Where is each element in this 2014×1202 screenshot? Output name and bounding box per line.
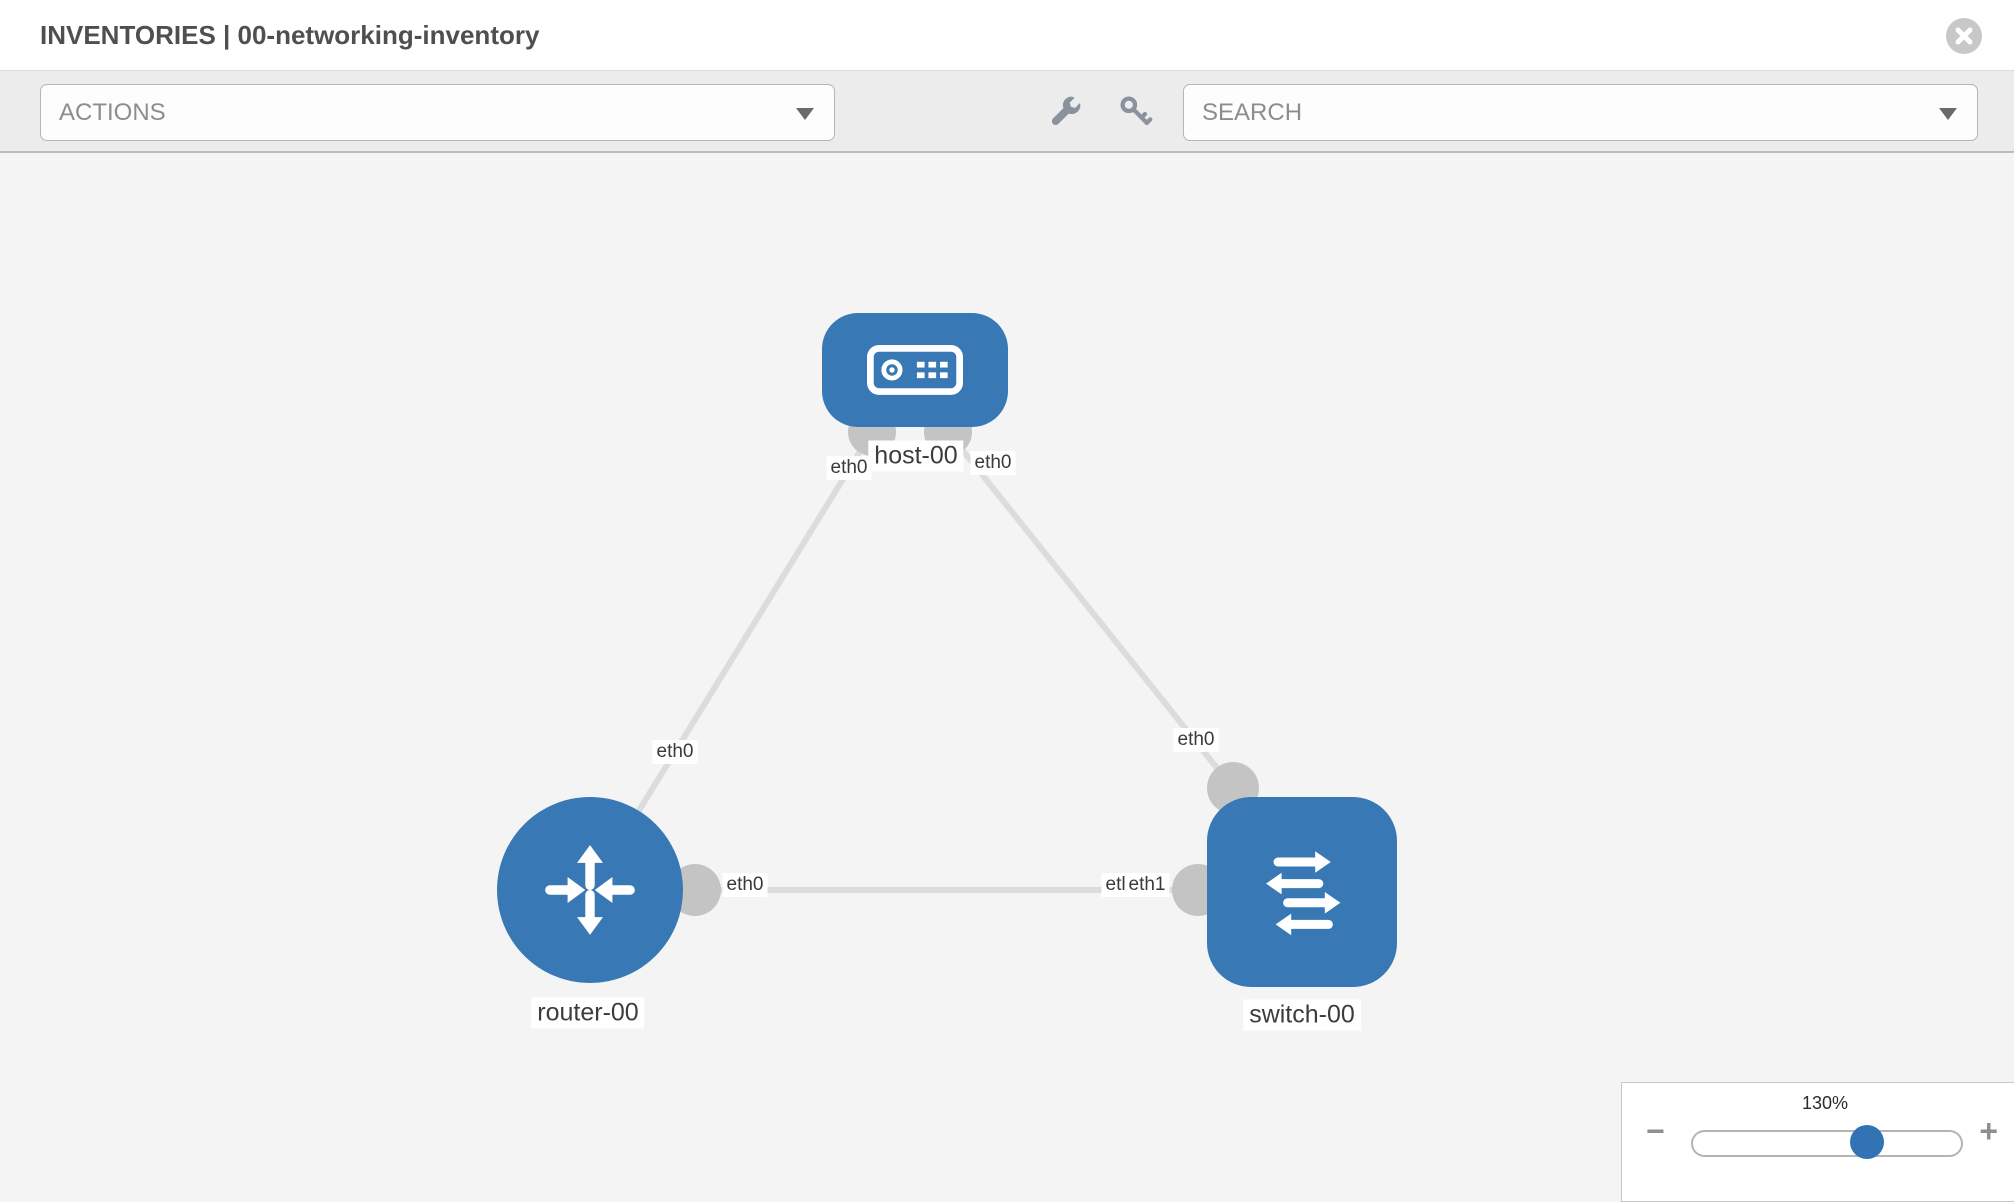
topology-graph [497, 313, 1397, 987]
search-dropdown[interactable]: SEARCH [1183, 84, 1978, 141]
interface-label: eth1 [1124, 873, 1170, 897]
zoom-level-value: 130% [1801, 1093, 1849, 1113]
node-router-00[interactable] [497, 797, 683, 983]
close-icon [1955, 27, 1973, 45]
interface-label: eth0 [1173, 728, 1219, 752]
close-button[interactable] [1946, 18, 1982, 54]
search-dropdown-label: SEARCH [1202, 98, 1303, 126]
key-icon [1120, 96, 1153, 125]
interface-label: eth0 [826, 456, 872, 480]
node-label-host-00: host-00 [868, 440, 964, 472]
node-switch-00[interactable] [1207, 797, 1397, 987]
topology-canvas[interactable]: eth0eth0eth0eth0eth0eth0eth1host-00route… [0, 153, 2014, 1200]
node-label-router-00: router-00 [531, 997, 645, 1029]
host-server-icon [867, 345, 964, 395]
configure-tools-button[interactable] [1048, 93, 1084, 129]
toolbar: ACTIONS SEARCH [0, 71, 2014, 153]
zoom-panel: 130% − + [1621, 1082, 2014, 1202]
zoom-out-button[interactable]: − [1646, 1113, 1665, 1149]
zoom-in-button[interactable]: + [1979, 1113, 1998, 1149]
zoom-slider-thumb[interactable] [1850, 1125, 1885, 1159]
actions-dropdown[interactable]: ACTIONS [40, 84, 835, 141]
node-label-switch-00: switch-00 [1243, 999, 1361, 1031]
wrench-icon [1051, 96, 1081, 126]
switch-arrows-icon [1266, 851, 1341, 936]
interface-label: eth0 [722, 873, 768, 897]
credentials-button[interactable] [1117, 93, 1153, 129]
actions-dropdown-label: ACTIONS [59, 98, 166, 126]
router-arrows-icon [545, 845, 635, 935]
chevron-down-icon [1939, 107, 1957, 120]
modal-header: INVENTORIES | 00-networking-inventory [0, 0, 2014, 71]
interface-label: eth0 [652, 740, 698, 764]
interface-label: eth0 [970, 451, 1016, 475]
page-title: INVENTORIES | 00-networking-inventory [40, 20, 540, 50]
node-host-00[interactable] [822, 313, 1008, 427]
chevron-down-icon [796, 107, 814, 120]
zoom-slider-track[interactable] [1691, 1125, 1963, 1159]
